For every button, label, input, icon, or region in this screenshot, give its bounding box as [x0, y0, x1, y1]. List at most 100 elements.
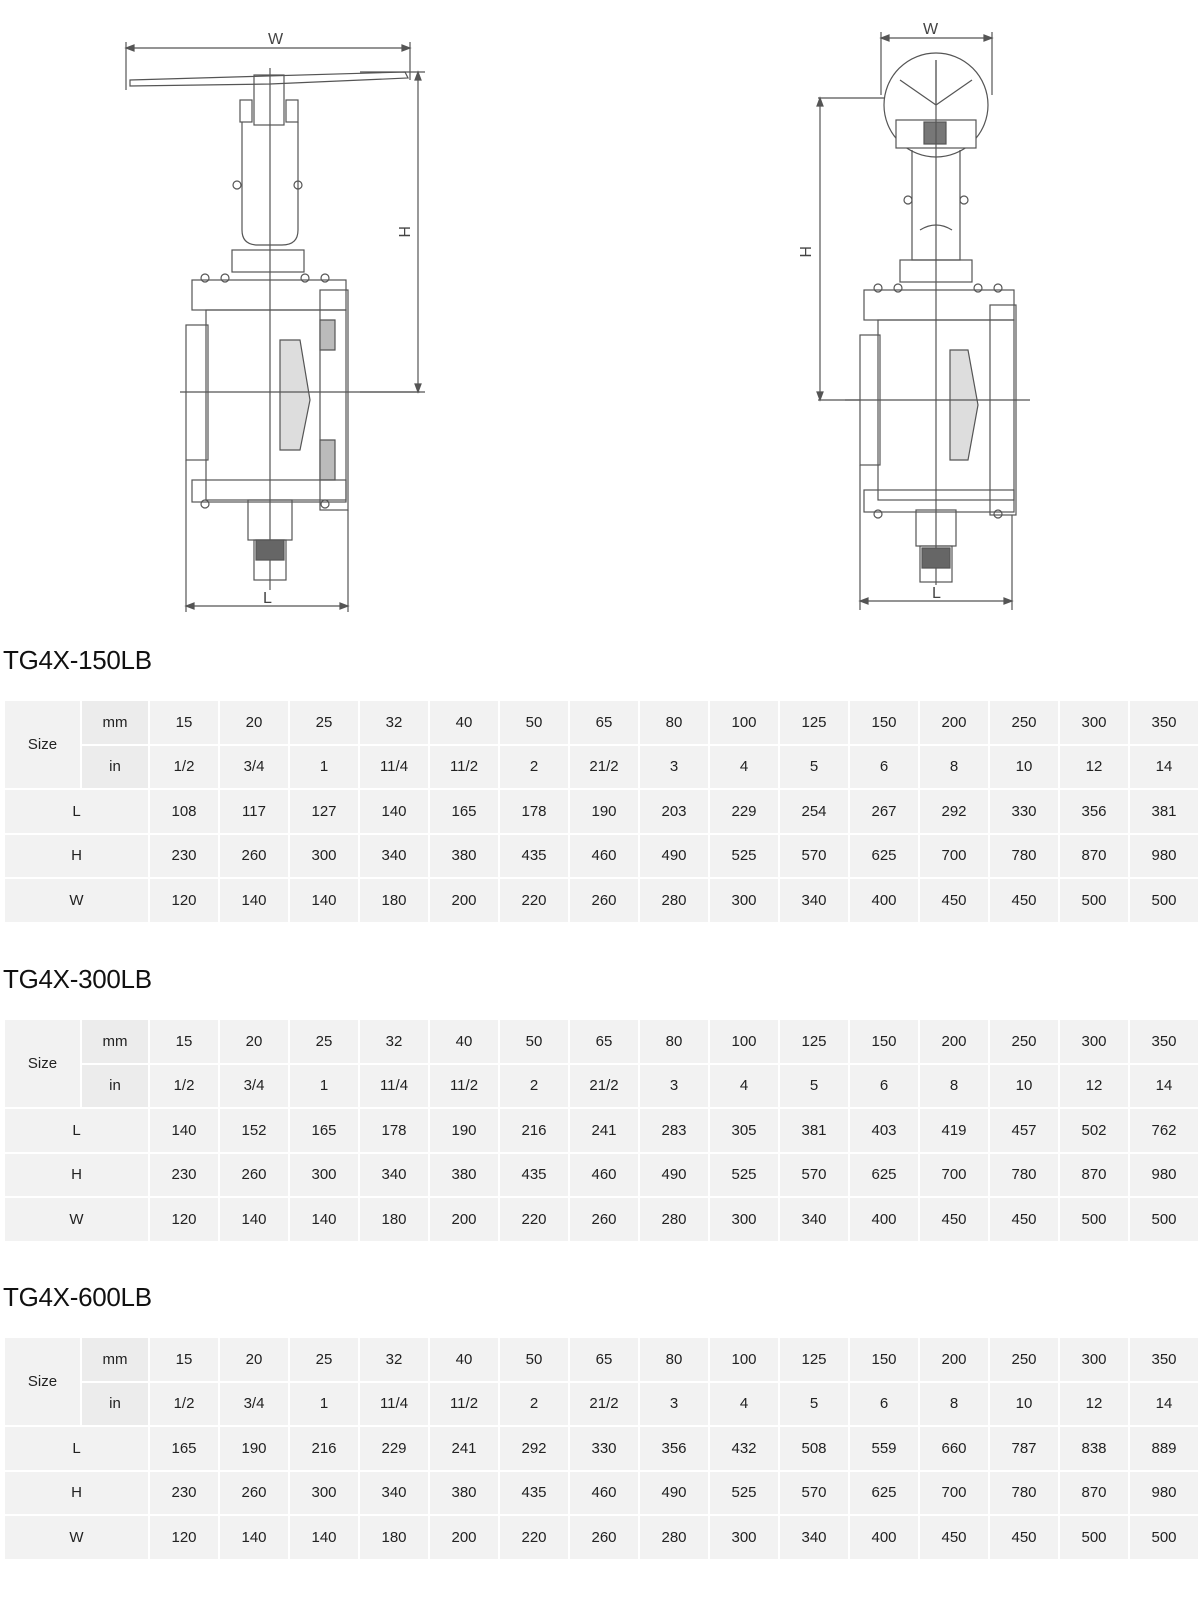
size-header: Size	[5, 1020, 80, 1107]
size-in-cell: 3/4	[220, 1382, 288, 1425]
dimension-value-cell: 117	[220, 790, 288, 833]
dimension-value-cell: 330	[570, 1427, 638, 1470]
model-title: TG4X-300LB	[3, 964, 152, 994]
dimension-value-cell: 450	[920, 1516, 988, 1559]
dimension-value-cell: 200	[430, 1516, 498, 1559]
size-header: Size	[5, 701, 80, 788]
size-in-cell: 6	[850, 1064, 918, 1107]
size-mm-cell: 125	[780, 1338, 848, 1381]
dimension-value-cell: 241	[570, 1109, 638, 1152]
dimension-value-cell: 500	[1130, 879, 1198, 922]
dimension-value-cell: 625	[850, 834, 918, 877]
dimension-label: H	[5, 1471, 148, 1514]
dimension-value-cell: 435	[500, 1471, 568, 1514]
dimension-value-cell: 870	[1060, 1471, 1128, 1514]
dimension-value-cell: 340	[360, 834, 428, 877]
dimension-value-cell: 260	[570, 879, 638, 922]
size-mm-cell: 40	[430, 1020, 498, 1063]
dimension-label: W	[5, 1516, 148, 1559]
size-mm-cell: 65	[570, 1338, 638, 1381]
size-mm-cell: 80	[640, 701, 708, 744]
dimension-value-cell: 254	[780, 790, 848, 833]
dimension-value-cell: 300	[710, 879, 778, 922]
size-in-cell: 5	[780, 1382, 848, 1425]
unit-label-mm: mm	[82, 1020, 148, 1063]
dimension-value-cell: 300	[710, 1516, 778, 1559]
dimension-value-cell: 152	[220, 1109, 288, 1152]
dimension-value-cell: 280	[640, 1198, 708, 1241]
size-mm-cell: 80	[640, 1338, 708, 1381]
size-in-cell: 1	[290, 1382, 358, 1425]
dimension-value-cell: 300	[290, 1471, 358, 1514]
size-in-cell: 4	[710, 1064, 778, 1107]
dimension-value-cell: 140	[220, 1516, 288, 1559]
size-in-cell: 8	[920, 745, 988, 788]
width-label: W	[923, 21, 939, 38]
size-mm-cell: 32	[360, 1338, 428, 1381]
dimension-value-cell: 432	[710, 1427, 778, 1470]
size-in-cell: 3/4	[220, 745, 288, 788]
size-mm-cell: 25	[290, 1020, 358, 1063]
dimension-label: W	[5, 879, 148, 922]
dimension-value-cell: 889	[1130, 1427, 1198, 1470]
unit-label-mm: mm	[82, 701, 148, 744]
dimension-value-cell: 460	[570, 834, 638, 877]
size-in-cell: 4	[710, 1382, 778, 1425]
size-mm-cell: 150	[850, 1338, 918, 1381]
dimension-value-cell: 230	[150, 834, 218, 877]
dimension-value-cell: 419	[920, 1109, 988, 1152]
dimension-value-cell: 356	[1060, 790, 1128, 833]
size-mm-cell: 200	[920, 1338, 988, 1381]
dimension-value-cell: 980	[1130, 1153, 1198, 1196]
dimension-value-cell: 127	[290, 790, 358, 833]
dimension-value-cell: 340	[360, 1471, 428, 1514]
dimension-value-cell: 780	[990, 834, 1058, 877]
size-mm-cell: 300	[1060, 701, 1128, 744]
size-mm-cell: 25	[290, 1338, 358, 1381]
dimension-value-cell: 450	[990, 1516, 1058, 1559]
size-in-cell: 1/2	[150, 1382, 218, 1425]
dimension-value-cell: 780	[990, 1153, 1058, 1196]
dimension-value-cell: 400	[850, 879, 918, 922]
dimension-value-cell: 780	[990, 1471, 1058, 1514]
dimension-value-cell: 870	[1060, 834, 1128, 877]
dimension-value-cell: 180	[360, 1198, 428, 1241]
size-mm-cell: 20	[220, 701, 288, 744]
size-mm-cell: 125	[780, 1020, 848, 1063]
dimension-value-cell: 165	[290, 1109, 358, 1152]
size-in-cell: 21/2	[570, 1382, 638, 1425]
dimension-value-cell: 435	[500, 834, 568, 877]
dimension-value-cell: 200	[430, 879, 498, 922]
dimension-value-cell: 180	[360, 1516, 428, 1559]
size-in-cell: 21/2	[570, 1064, 638, 1107]
dimension-value-cell: 340	[360, 1153, 428, 1196]
dimension-value-cell: 381	[780, 1109, 848, 1152]
valve-drawing-gear: W H L	[800, 21, 1030, 610]
dimension-label: L	[5, 790, 148, 833]
dimension-value-cell: 490	[640, 1471, 708, 1514]
dimension-value-cell: 381	[1130, 790, 1198, 833]
size-in-cell: 1/2	[150, 1064, 218, 1107]
size-mm-cell: 200	[920, 1020, 988, 1063]
dimension-value-cell: 508	[780, 1427, 848, 1470]
size-mm-cell: 250	[990, 1338, 1058, 1381]
dimension-value-cell: 460	[570, 1153, 638, 1196]
dimension-value-cell: 980	[1130, 834, 1198, 877]
size-mm-cell: 32	[360, 701, 428, 744]
width-label: W	[268, 31, 284, 48]
dimension-label: L	[5, 1427, 148, 1470]
length-label: L	[263, 590, 272, 607]
size-mm-cell: 300	[1060, 1338, 1128, 1381]
size-mm-cell: 15	[150, 701, 218, 744]
dimension-value-cell: 180	[360, 879, 428, 922]
dimension-value-cell: 700	[920, 1153, 988, 1196]
dimension-value-cell: 292	[920, 790, 988, 833]
